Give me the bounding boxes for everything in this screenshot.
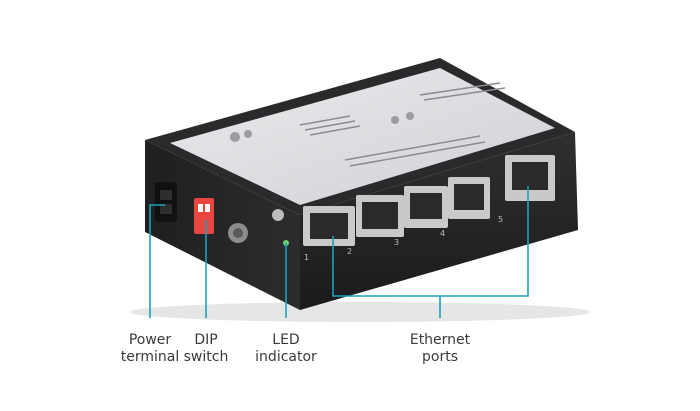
label-markings	[299, 82, 506, 167]
label-ethernet-ports: Ethernet ports	[409, 332, 471, 365]
port-number-4: 4	[440, 229, 445, 238]
label-dip-switch: DIP switch	[183, 332, 229, 365]
device-left-side	[145, 140, 300, 310]
port-number-2: 2	[347, 247, 352, 256]
mount-screw	[272, 209, 284, 221]
label-icons	[230, 112, 414, 142]
callout-lines	[149, 186, 529, 318]
callout-ports-bracket	[332, 186, 529, 297]
label-power-terminal: Power terminal	[120, 332, 180, 365]
port-number-3: 3	[394, 238, 399, 247]
port-number-5: 5	[498, 215, 503, 224]
power-terminal-block	[155, 182, 177, 222]
device-top-label	[170, 68, 555, 205]
callout-power-terminal	[149, 204, 165, 318]
port-number-1: 1	[304, 253, 309, 262]
dip-switch	[194, 198, 214, 234]
ethernet-port-group	[303, 155, 555, 246]
label-led-indicator: LED indicator	[255, 332, 317, 365]
device-shadow	[130, 302, 590, 322]
